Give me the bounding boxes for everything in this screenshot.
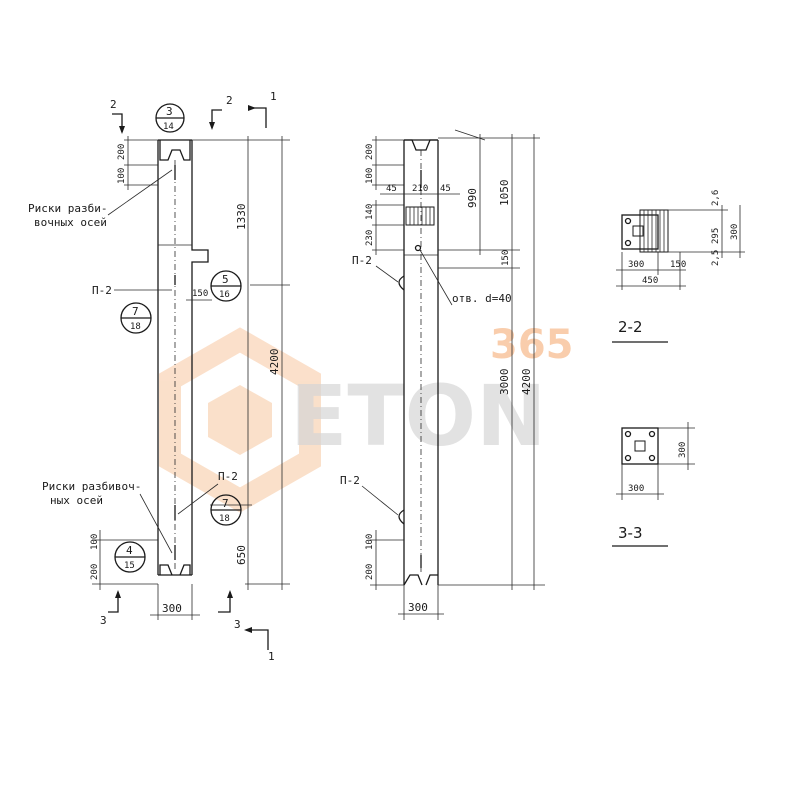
label-p2-mid-bot: П-2 <box>340 474 360 487</box>
section-mark-2-left: 2 <box>110 98 117 111</box>
dim-45-left: 45 <box>386 184 397 194</box>
label-p2-mid-top: П-2 <box>352 254 372 267</box>
dim-100-top: 100 <box>117 168 127 184</box>
svg-text:7: 7 <box>222 497 229 510</box>
dim-300-mid: 300 <box>408 601 428 614</box>
dim-2-6: 2,6 <box>711 190 721 206</box>
dim-300-sec22-v: 300 <box>730 224 740 240</box>
dim-990: 990 <box>466 188 479 208</box>
dim-1050: 1050 <box>498 180 511 207</box>
dim-295: 295 <box>711 228 721 244</box>
dim-45-right: 45 <box>440 184 451 194</box>
svg-text:5: 5 <box>222 273 229 286</box>
dim-100-mid-bot: 100 <box>365 534 375 550</box>
svg-text:18: 18 <box>219 514 230 524</box>
section-3-3: 300 300 3-3 <box>612 422 695 547</box>
dim-230: 230 <box>365 230 375 246</box>
dim-3000: 3000 <box>498 369 511 396</box>
svg-text:14: 14 <box>163 122 174 132</box>
left-view: 2 2 1 3 14 200 100 Риски разби- вочных о… <box>28 90 290 663</box>
dim-1330: 1330 <box>235 204 248 231</box>
dim-150-mid: 150 <box>501 250 511 266</box>
section-title-2-2: 2-2 <box>618 318 643 336</box>
label-p2-left-top: П-2 <box>92 284 112 297</box>
label-p2-left-bot: П-2 <box>218 470 238 483</box>
svg-text:3: 3 <box>166 105 173 118</box>
section-mark-1-bot: 1 <box>268 650 275 663</box>
watermark: 365 ETON <box>159 322 574 513</box>
watermark-logo <box>159 327 321 513</box>
svg-text:7: 7 <box>132 305 139 318</box>
svg-text:15: 15 <box>124 561 135 571</box>
dim-300-sec33: 300 <box>628 484 644 494</box>
dim-300-sec22: 300 <box>628 260 644 270</box>
dim-4200-mid: 4200 <box>520 369 533 396</box>
callout-7-18-bottom: 7 18 <box>210 494 242 526</box>
label-riski-top-2: вочных осей <box>34 216 107 229</box>
dim-140: 140 <box>365 204 375 220</box>
callout-3-14: 3 14 <box>155 103 185 133</box>
dim-100-bot: 100 <box>90 534 100 550</box>
label-otv: отв. d=40 <box>452 292 512 305</box>
dim-450: 450 <box>642 276 658 286</box>
section-title-3-3: 3-3 <box>618 524 643 542</box>
label-riski-bot-2: ных осей <box>50 494 103 507</box>
callout-7-18-left: 7 18 <box>120 302 152 334</box>
dim-210: 210 <box>412 184 428 194</box>
dim-150-left: 150 <box>192 289 208 299</box>
dim-150-sec22: 150 <box>670 260 686 270</box>
middle-view: 200 100 45 210 45 140 230 П-2 отв. d=40 … <box>340 129 545 620</box>
callout-4-15: 4 15 <box>114 541 146 573</box>
dim-200-top: 200 <box>117 144 127 160</box>
svg-text:18: 18 <box>130 322 141 332</box>
dim-300-left: 300 <box>162 602 182 615</box>
dim-200-mid-bot: 200 <box>365 564 375 580</box>
watermark-word: ETON <box>290 367 546 465</box>
section-2-2: 2,6 295 2,5 300 300 150 450 2-2 <box>612 190 745 343</box>
dim-4200-left: 4200 <box>268 349 281 376</box>
watermark-number: 365 <box>490 322 574 368</box>
label-riski-bot-1: Риски разбивоч- <box>42 480 141 493</box>
dim-300-sec33-v: 300 <box>678 442 688 458</box>
section-mark-3-right: 3 <box>234 618 241 631</box>
label-riski-top-1: Риски разби- <box>28 202 107 215</box>
dim-200-bot: 200 <box>90 564 100 580</box>
svg-text:16: 16 <box>219 290 230 300</box>
section-mark-1-top: 1 <box>270 90 277 103</box>
svg-text:4: 4 <box>126 544 133 557</box>
dim-100-mid-top: 100 <box>365 168 375 184</box>
section-mark-2-right: 2 <box>226 94 233 107</box>
dim-2-5: 2,5 <box>711 250 721 266</box>
dim-650: 650 <box>235 545 248 565</box>
callout-5-16: 5 16 <box>210 270 242 302</box>
dim-200-mid-top: 200 <box>365 144 375 160</box>
section-mark-3-left: 3 <box>100 614 107 627</box>
